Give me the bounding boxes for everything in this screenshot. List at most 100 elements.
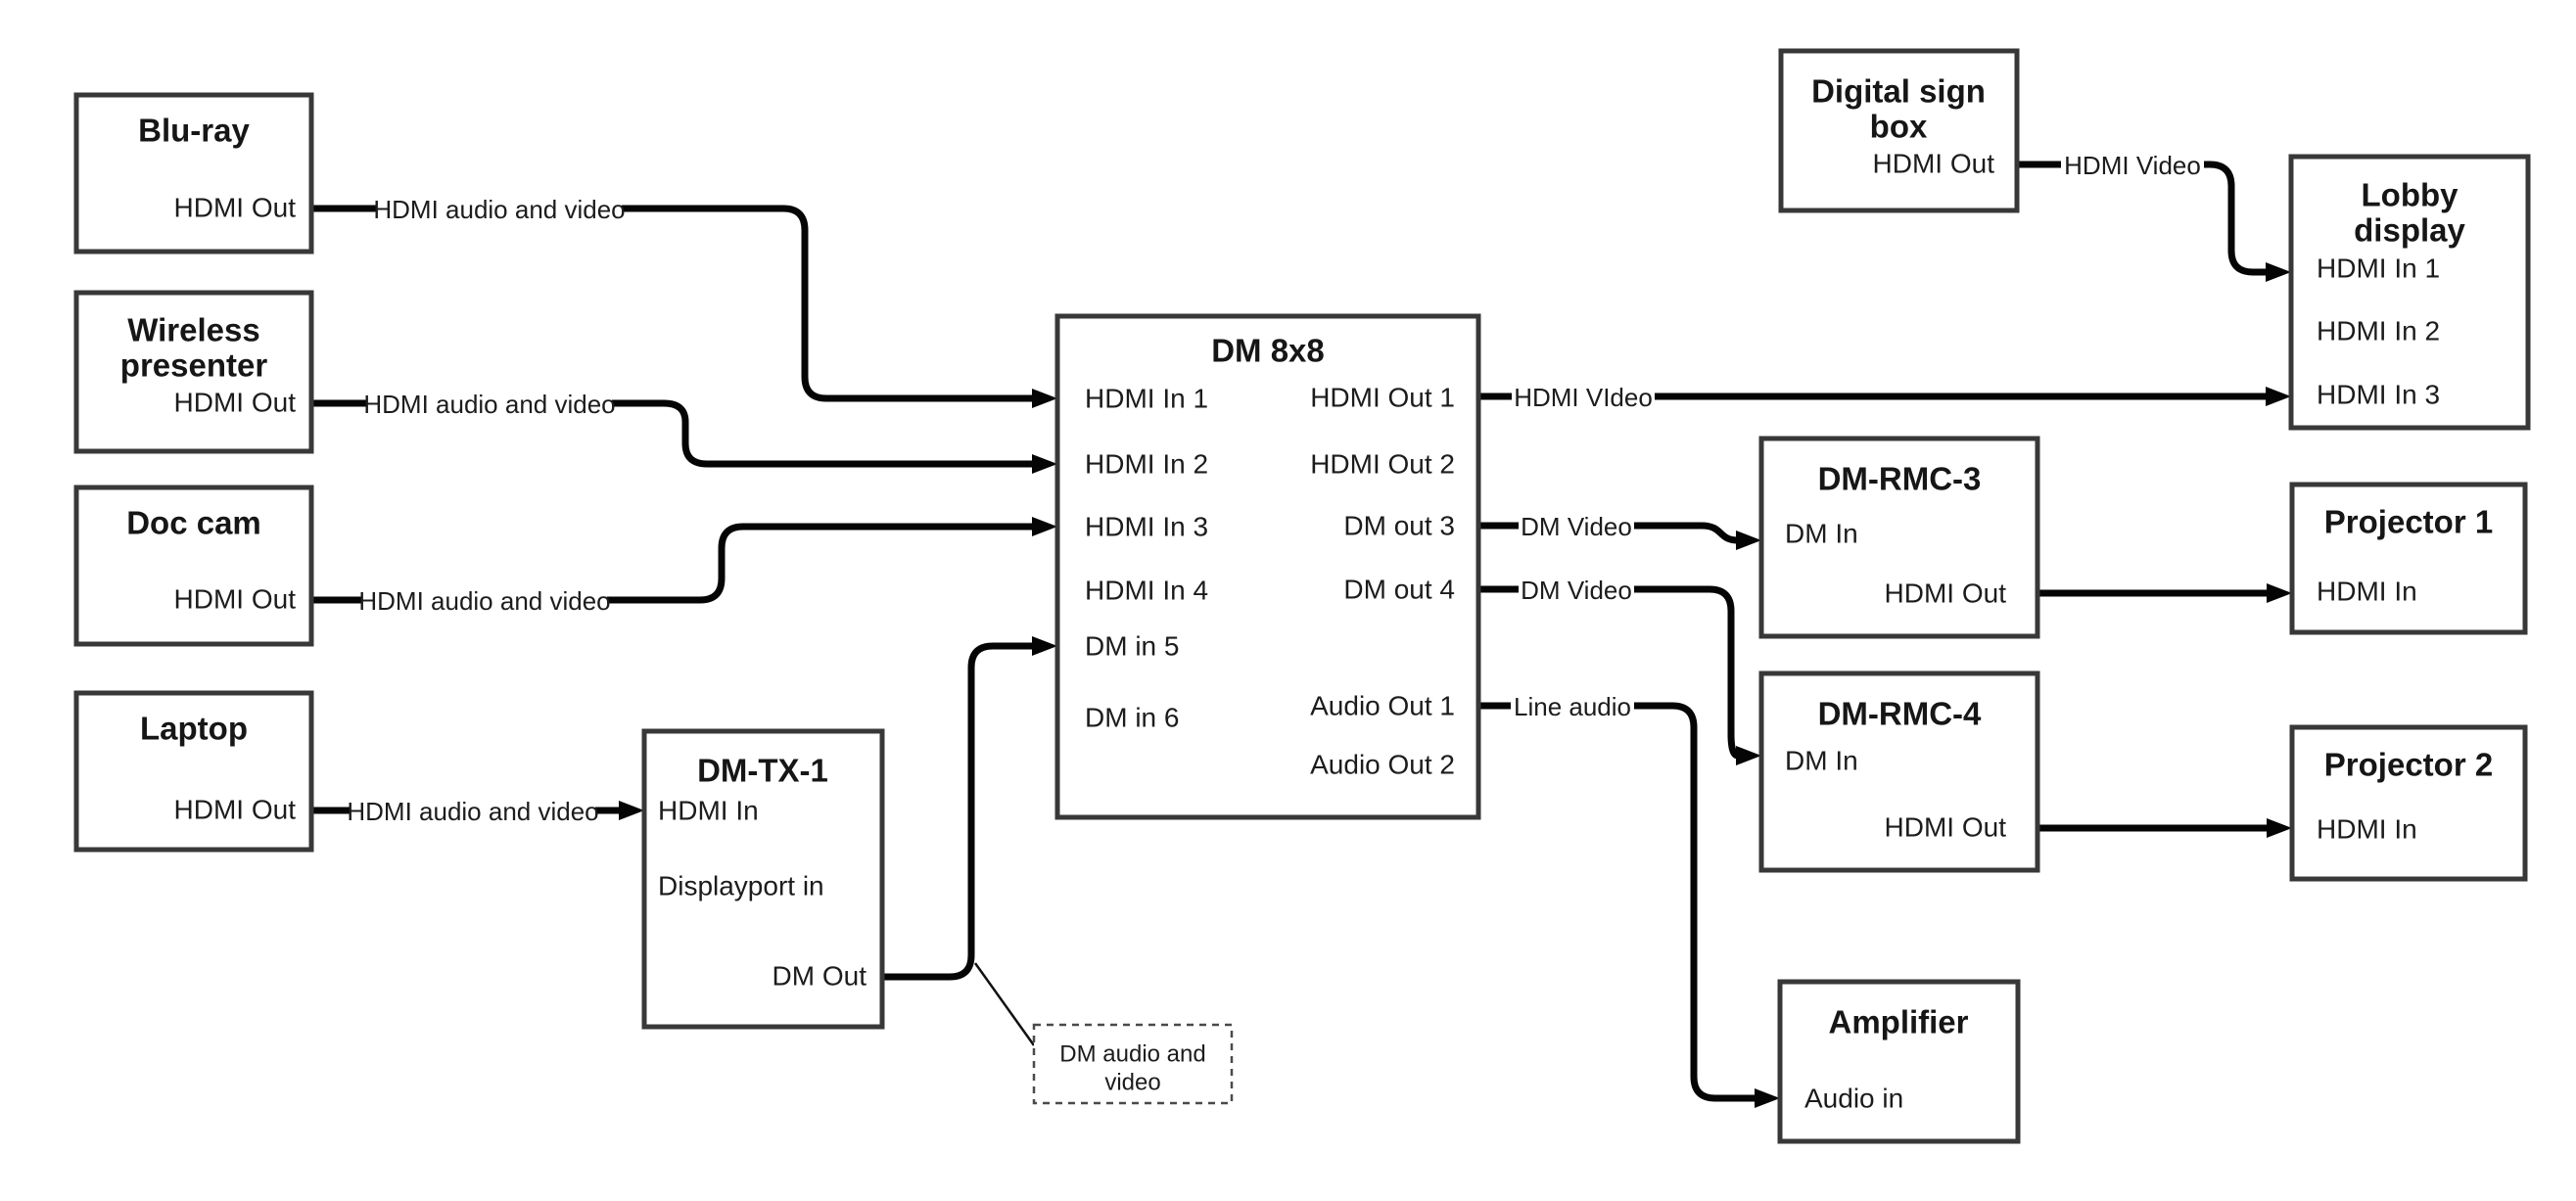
port-hdmi-out-2: HDMI Out 2: [1310, 449, 1455, 480]
node-dm-rmc-3: DM-RMC-3 DM In HDMI Out: [1758, 436, 2040, 639]
node-laptop: Laptop HDMI Out: [73, 690, 314, 853]
node-title-line2: display: [2354, 212, 2465, 249]
wire-label-bg: [367, 387, 612, 420]
wire-label-text: HDMI audio and video: [358, 586, 610, 616]
port-hdmi-out: HDMI Out: [174, 193, 297, 223]
node-digital-sign-box: Digital sign box HDMI Out: [1778, 48, 2020, 213]
port-dm-in-6: DM in 6: [1085, 703, 1179, 733]
port-dm-out-3: DM out 3: [1343, 511, 1455, 541]
node-title: Amplifier: [1828, 1004, 1968, 1040]
node-title-line1: Wireless: [127, 312, 259, 348]
wire-doccam-to-in3: [311, 523, 1034, 604]
arrowhead-lobby-in3: [2266, 387, 2291, 406]
arrowhead-rmc3-dm-in: [1736, 531, 1761, 550]
note-box: [1032, 1023, 1234, 1105]
arrowhead-in5: [1032, 636, 1057, 656]
node-title: DM-RMC-4: [1818, 696, 1982, 732]
port-dm-in: DM In: [1785, 746, 1858, 776]
wire-label-bg: [351, 794, 595, 827]
node-box: [2289, 482, 2528, 635]
node-wireless-presenter: Wireless presenter HDMI Out: [73, 290, 314, 454]
node-title: Projector 1: [2324, 504, 2493, 540]
port-hdmi-out: HDMI Out: [174, 584, 297, 615]
node-box: [2289, 724, 2528, 882]
wire-labels: HDMI audio and video HDMI audio and vide…: [347, 148, 2204, 827]
wire-label-hdmi-video-sign: HDMI Video: [2061, 148, 2204, 181]
note-text-line2: video: [1104, 1070, 1160, 1096]
wire-label-text: DM Video: [1521, 576, 1632, 605]
node-title: Projector 2: [2324, 747, 2493, 783]
arrowhead-proj2-hdmi-in: [2267, 818, 2292, 838]
node-box: [1777, 979, 2021, 1144]
wire-label-bg: [1511, 689, 1634, 722]
port-dm-out-4: DM out 4: [1343, 575, 1455, 605]
port-hdmi-in-3: HDMI In 3: [2317, 380, 2440, 410]
wire-label-text: HDMI audio and video: [347, 797, 598, 826]
port-audio-in: Audio in: [1804, 1084, 1903, 1114]
node-box: [73, 92, 314, 254]
wire-out3-to-rmc3: [1478, 522, 1739, 544]
port-hdmi-out: HDMI Out: [174, 795, 297, 825]
port-audio-out-1: Audio Out 1: [1310, 691, 1455, 721]
port-hdmi-out: HDMI Out: [174, 388, 297, 418]
port-hdmi-out: HDMI Out: [1873, 149, 1995, 179]
wire-label-laptop: HDMI audio and video: [347, 794, 599, 827]
wire-label-bg: [1519, 509, 1634, 542]
wire-label-bg: [1519, 573, 1634, 606]
port-hdmi-in-1: HDMI In 1: [2317, 254, 2440, 284]
node-title-line1: Digital sign: [1811, 73, 1986, 110]
wire-label-dm-video-out3: DM Video: [1519, 509, 1634, 542]
node-title: Doc cam: [126, 505, 261, 541]
port-hdmi-in-3: HDMI In 3: [1085, 512, 1208, 542]
wire-label-line-audio: Line audio: [1511, 689, 1634, 722]
wire-label-bg: [1512, 380, 1655, 413]
wire-label-text: DM Video: [1521, 512, 1632, 541]
node-title: DM 8x8: [1211, 333, 1325, 369]
node-doc-cam: Doc cam HDMI Out: [73, 485, 314, 647]
node-amplifier: Amplifier Audio in: [1777, 979, 2021, 1144]
port-dm-out: DM Out: [773, 961, 867, 992]
arrowhead-in2: [1032, 454, 1057, 474]
wire-label-dm-video-out4: DM Video: [1519, 573, 1634, 606]
port-hdmi-in: HDMI In: [2317, 577, 2417, 607]
port-dm-in: DM In: [1785, 519, 1858, 549]
wire-label-bg: [362, 583, 607, 617]
port-hdmi-out: HDMI Out: [1885, 812, 2007, 843]
node-box: [1054, 313, 1481, 820]
node-lobby-display: Lobby display HDMI In 1 HDMI In 2 HDMI I…: [2288, 154, 2531, 431]
port-hdmi-out-1: HDMI Out 1: [1310, 383, 1455, 413]
arrowhead-in1: [1032, 389, 1057, 408]
wire-label-hdmi-video-out1: HDMI VIdeo: [1512, 380, 1655, 413]
wire-label-bg: [377, 192, 622, 225]
node-box: [1778, 48, 2020, 213]
node-title: DM-RMC-3: [1818, 461, 1982, 497]
note-dm-audio-and-video: DM audio and video: [1032, 1023, 1234, 1105]
wire-label-text: HDMI Video: [2064, 151, 2201, 180]
node-title: Blu-ray: [138, 113, 250, 149]
wire-label-text: HDMI VIdeo: [1514, 383, 1653, 412]
node-box: [73, 485, 314, 647]
node-box: [641, 728, 885, 1030]
arrowhead-amp-audio-in: [1755, 1088, 1780, 1108]
wire-label-bg: [2061, 148, 2204, 181]
arrowhead-lobby-in1: [2266, 262, 2291, 282]
arrowhead-in3: [1032, 517, 1057, 536]
wire-label-text: HDMI audio and video: [363, 390, 615, 419]
node-title-line2: presenter: [120, 347, 268, 384]
port-audio-out-2: Audio Out 2: [1310, 750, 1455, 780]
wire-label-text: HDMI audio and video: [373, 195, 625, 224]
wire-label-bluray: HDMI audio and video: [373, 192, 626, 225]
node-title-line2: box: [1870, 109, 1928, 145]
wire-label-wireless: HDMI audio and video: [363, 387, 616, 420]
wire-label-doccam: HDMI audio and video: [358, 583, 611, 617]
node-title: DM-TX-1: [697, 753, 828, 789]
wire-label-text: Line audio: [1514, 692, 1631, 721]
node-box: [73, 290, 314, 454]
node-title: Laptop: [140, 711, 248, 747]
node-dm-rmc-4: DM-RMC-4 DM In HDMI Out: [1758, 670, 2040, 873]
wire-bluray-to-in1: [311, 205, 1034, 402]
port-hdmi-in: HDMI In: [658, 796, 759, 826]
node-box: [1758, 670, 2040, 873]
wire-sign-to-lobby: [2017, 161, 2268, 276]
